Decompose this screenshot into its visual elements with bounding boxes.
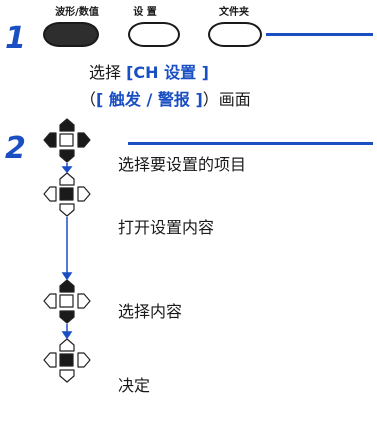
left-arrow-key[interactable]: [43, 293, 57, 309]
setup-key-label: 设 置: [133, 7, 157, 18]
step-1-line-1: 选择 [CH 设置 ]: [89, 65, 209, 81]
right-arrow-key[interactable]: [77, 293, 91, 309]
up-arrow-key[interactable]: [59, 118, 75, 132]
step-1-number: 1: [5, 21, 26, 56]
file-key[interactable]: [208, 22, 262, 47]
step-2-divider: [128, 142, 373, 145]
cursor-keys-group-2: [43, 172, 91, 217]
step-2-instruction-select-item: 选择要设置的项目: [118, 155, 247, 174]
step-2-instruction-confirm: 决定: [118, 376, 151, 395]
cursor-keys-group-4: [43, 338, 91, 383]
left-arrow-key[interactable]: [43, 186, 57, 202]
down-arrow-key[interactable]: [59, 310, 75, 324]
down-arrow-key[interactable]: [59, 149, 75, 163]
enter-key[interactable]: [59, 353, 74, 367]
setup-key[interactable]: [128, 22, 180, 47]
enter-key[interactable]: [59, 187, 74, 201]
flow-arrow-head: [61, 272, 73, 281]
step-1-line-2-suffix: ）画面: [202, 90, 251, 109]
enter-key[interactable]: [59, 294, 74, 308]
file-key-label: 文件夹: [219, 7, 249, 18]
step-1-line-2: （[ 触发 / 警报 ]）画面: [80, 92, 251, 108]
left-arrow-key[interactable]: [43, 352, 57, 368]
cursor-keys-group-3: [43, 279, 91, 324]
waveform-key-label: 波形/数值: [55, 7, 99, 18]
step-2-instruction-open-settings: 打开设置内容: [118, 218, 215, 237]
step-1-open-paren: （: [80, 90, 97, 109]
step-1-divider: [266, 33, 373, 36]
up-arrow-key[interactable]: [59, 172, 75, 186]
step-2-number: 2: [5, 131, 26, 166]
down-arrow-key[interactable]: [59, 369, 75, 383]
flow-arrow-head: [61, 331, 73, 340]
right-arrow-key[interactable]: [77, 186, 91, 202]
right-arrow-key[interactable]: [77, 352, 91, 368]
step-1-line-1-prefix: 选择: [89, 63, 127, 82]
flow-arrow-head: [61, 166, 73, 174]
left-arrow-key[interactable]: [43, 132, 57, 148]
enter-key[interactable]: [59, 133, 74, 147]
ch-settings-screen-name: [CH 设置 ]: [126, 63, 209, 82]
waveform-numeric-key[interactable]: [43, 22, 99, 47]
cursor-key-diagram: [43, 118, 91, 383]
trigger-alarm-screen-name: [ 触发 / 警报 ]: [96, 90, 203, 109]
right-arrow-key[interactable]: [77, 132, 91, 148]
down-arrow-key[interactable]: [59, 203, 75, 217]
step-2-instruction-select-content: 选择内容: [118, 302, 183, 321]
up-arrow-key[interactable]: [59, 338, 75, 352]
cursor-keys-group-1: [43, 118, 91, 163]
up-arrow-key[interactable]: [59, 279, 75, 293]
